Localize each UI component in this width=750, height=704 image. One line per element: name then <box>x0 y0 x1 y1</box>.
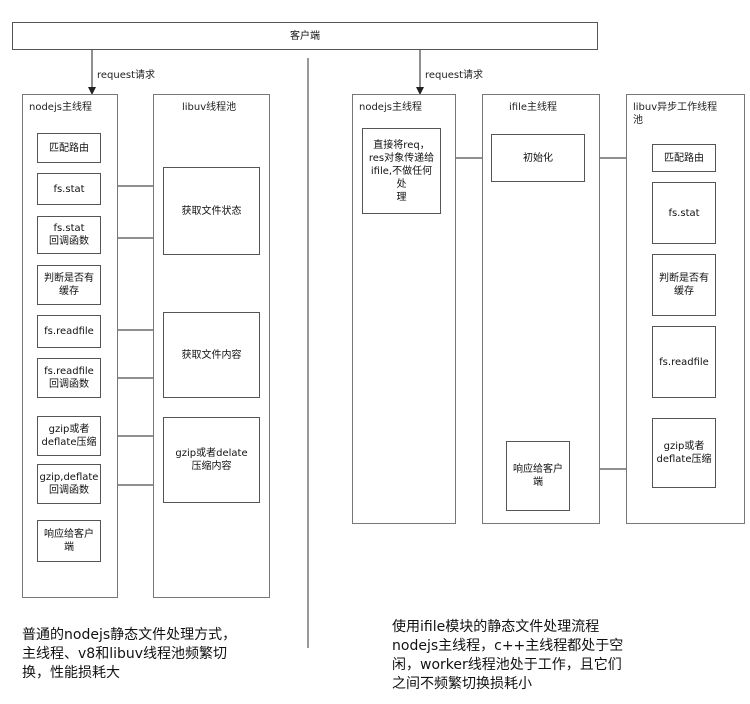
left-step-fs-stat-callback: fs.stat 回调函数 <box>37 216 101 254</box>
left-main-lane-title: nodejs主线程 <box>29 102 92 113</box>
client-label: 客户端 <box>290 30 320 42</box>
left-step-fs-readfile-callback: fs.readfile 回调函数 <box>37 358 101 398</box>
right-respond-box: 响应给客户 端 <box>506 441 570 511</box>
left-step-respond: 响应给客户 端 <box>37 520 101 562</box>
right-pool-step-gzip: gzip或者 deflate压缩 <box>652 418 716 488</box>
left-request-label: request请求 <box>97 70 156 81</box>
right-pool-step-check-cache: 判断是否有 缓存 <box>652 254 716 316</box>
left-pool-lane-title: libuv线程池 <box>182 102 237 113</box>
right-request-label: request请求 <box>425 70 484 81</box>
left-pool-task-readfile: 获取文件内容 <box>163 312 260 398</box>
left-step-fs-stat: fs.stat <box>37 173 101 205</box>
right-pool-step-fs-readfile: fs.readfile <box>652 326 716 398</box>
left-step-fs-readfile: fs.readfile <box>37 315 101 348</box>
right-caption: 使用ifile模块的静态文件处理流程 nodejs主线程，c++主线程都处于空 … <box>392 619 624 692</box>
right-pool-step-fs-stat: fs.stat <box>652 182 716 244</box>
right-ifile-lane-title: ifile主线程 <box>509 102 558 113</box>
left-caption: 普通的nodejs静态文件处理方式， 主线程、v8和libuv线程池频繁切 换，… <box>22 627 237 681</box>
right-pool-lane-title: libuv异步工作线程 池 <box>633 102 718 126</box>
left-step-match-route: 匹配路由 <box>37 133 101 163</box>
left-step-check-cache: 判断是否有 缓存 <box>37 265 101 305</box>
left-step-gzip: gzip或者 deflate压缩 <box>37 416 101 456</box>
right-init-box: 初始化 <box>491 134 585 182</box>
left-step-gzip-callback: gzip,deflate 回调函数 <box>37 464 101 504</box>
client-box: 客户端 <box>12 22 598 50</box>
left-pool-task-gzip: gzip或者delate 压缩内容 <box>163 417 260 503</box>
right-main-pass-box: 直接将req， res对象传递给 ifile,不做任何处 理 <box>362 128 441 214</box>
right-main-lane-title: nodejs主线程 <box>359 102 422 113</box>
left-pool-task-stat: 获取文件状态 <box>163 167 260 255</box>
right-pool-step-match-route: 匹配路由 <box>652 144 716 172</box>
